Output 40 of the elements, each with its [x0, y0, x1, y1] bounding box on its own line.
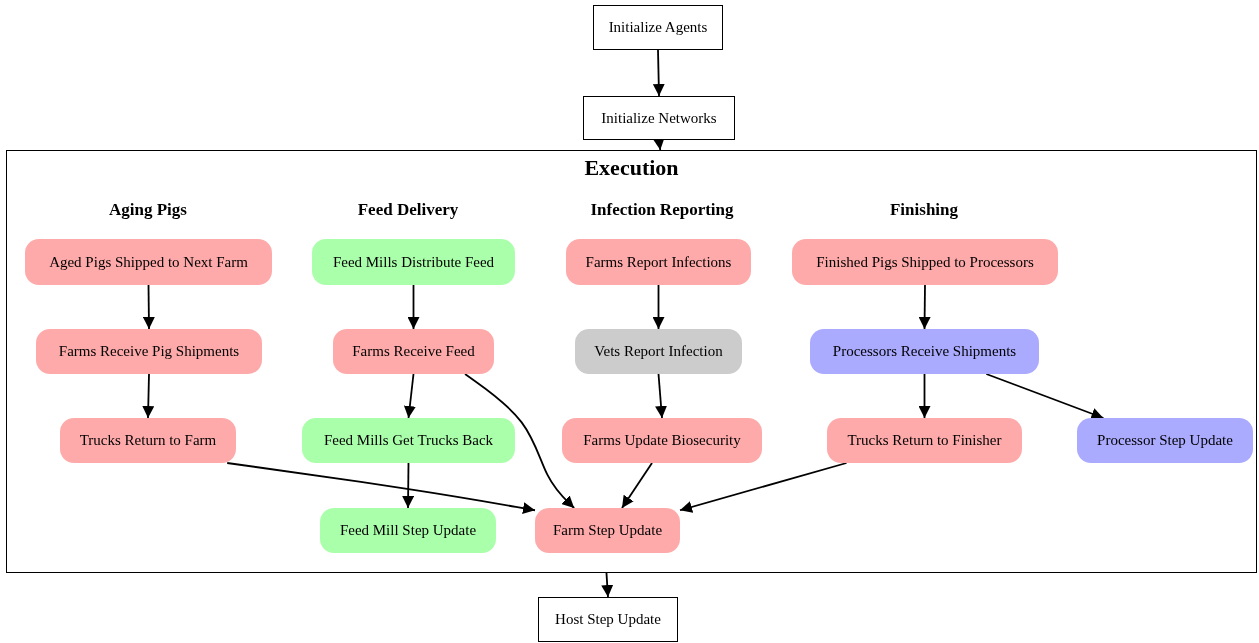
process-box: Finished Pigs Shipped to Processors	[792, 239, 1058, 285]
arrow	[142, 373, 155, 419]
process-box: Initialize Agents	[593, 5, 723, 50]
process-box: Trucks Return to Farm	[60, 418, 236, 463]
process-box: Processor Step Update	[1077, 418, 1253, 463]
process-box: Feed Mills Get Trucks Back	[302, 418, 515, 463]
process-box: Trucks Return to Finisher	[827, 418, 1022, 463]
process-box: Farms Update Biosecurity	[562, 418, 762, 463]
arrow	[142, 284, 155, 330]
process-box: Farms Receive Pig Shipments	[36, 329, 262, 374]
arrow	[464, 373, 576, 509]
group-heading: Aging Pigs	[109, 200, 187, 220]
arrow	[679, 462, 848, 513]
group-heading: Feed Delivery	[357, 200, 459, 220]
process-box: Farms Receive Feed	[333, 329, 494, 374]
process-box: Farms Report Infections	[566, 239, 751, 285]
process-box: Feed Mills Distribute Feed	[312, 239, 515, 285]
group-heading: Finishing	[890, 200, 958, 220]
group-heading: Infection Reporting	[590, 200, 734, 220]
arrow	[403, 373, 416, 419]
arrow	[918, 373, 931, 419]
arrow	[621, 462, 653, 509]
arrow	[985, 373, 1105, 420]
arrow	[402, 462, 415, 509]
process-box: Host Step Update	[538, 597, 678, 642]
process-box: Aged Pigs Shipped to Next Farm	[25, 239, 272, 285]
process-box: Farm Step Update	[535, 508, 680, 553]
arrow	[407, 284, 420, 330]
arrow	[601, 572, 614, 598]
process-box: Vets Report Infection	[575, 329, 742, 374]
cluster-title: Execution	[583, 155, 680, 181]
process-box: Initialize Networks	[583, 96, 735, 140]
arrow	[655, 373, 668, 419]
arrow	[652, 49, 665, 97]
arrow	[226, 462, 536, 515]
process-box: Feed Mill Step Update	[320, 508, 496, 553]
cluster-frame	[6, 150, 1257, 573]
arrow	[652, 284, 665, 330]
arrow	[918, 284, 931, 330]
process-box: Processors Receive Shipments	[810, 329, 1039, 374]
